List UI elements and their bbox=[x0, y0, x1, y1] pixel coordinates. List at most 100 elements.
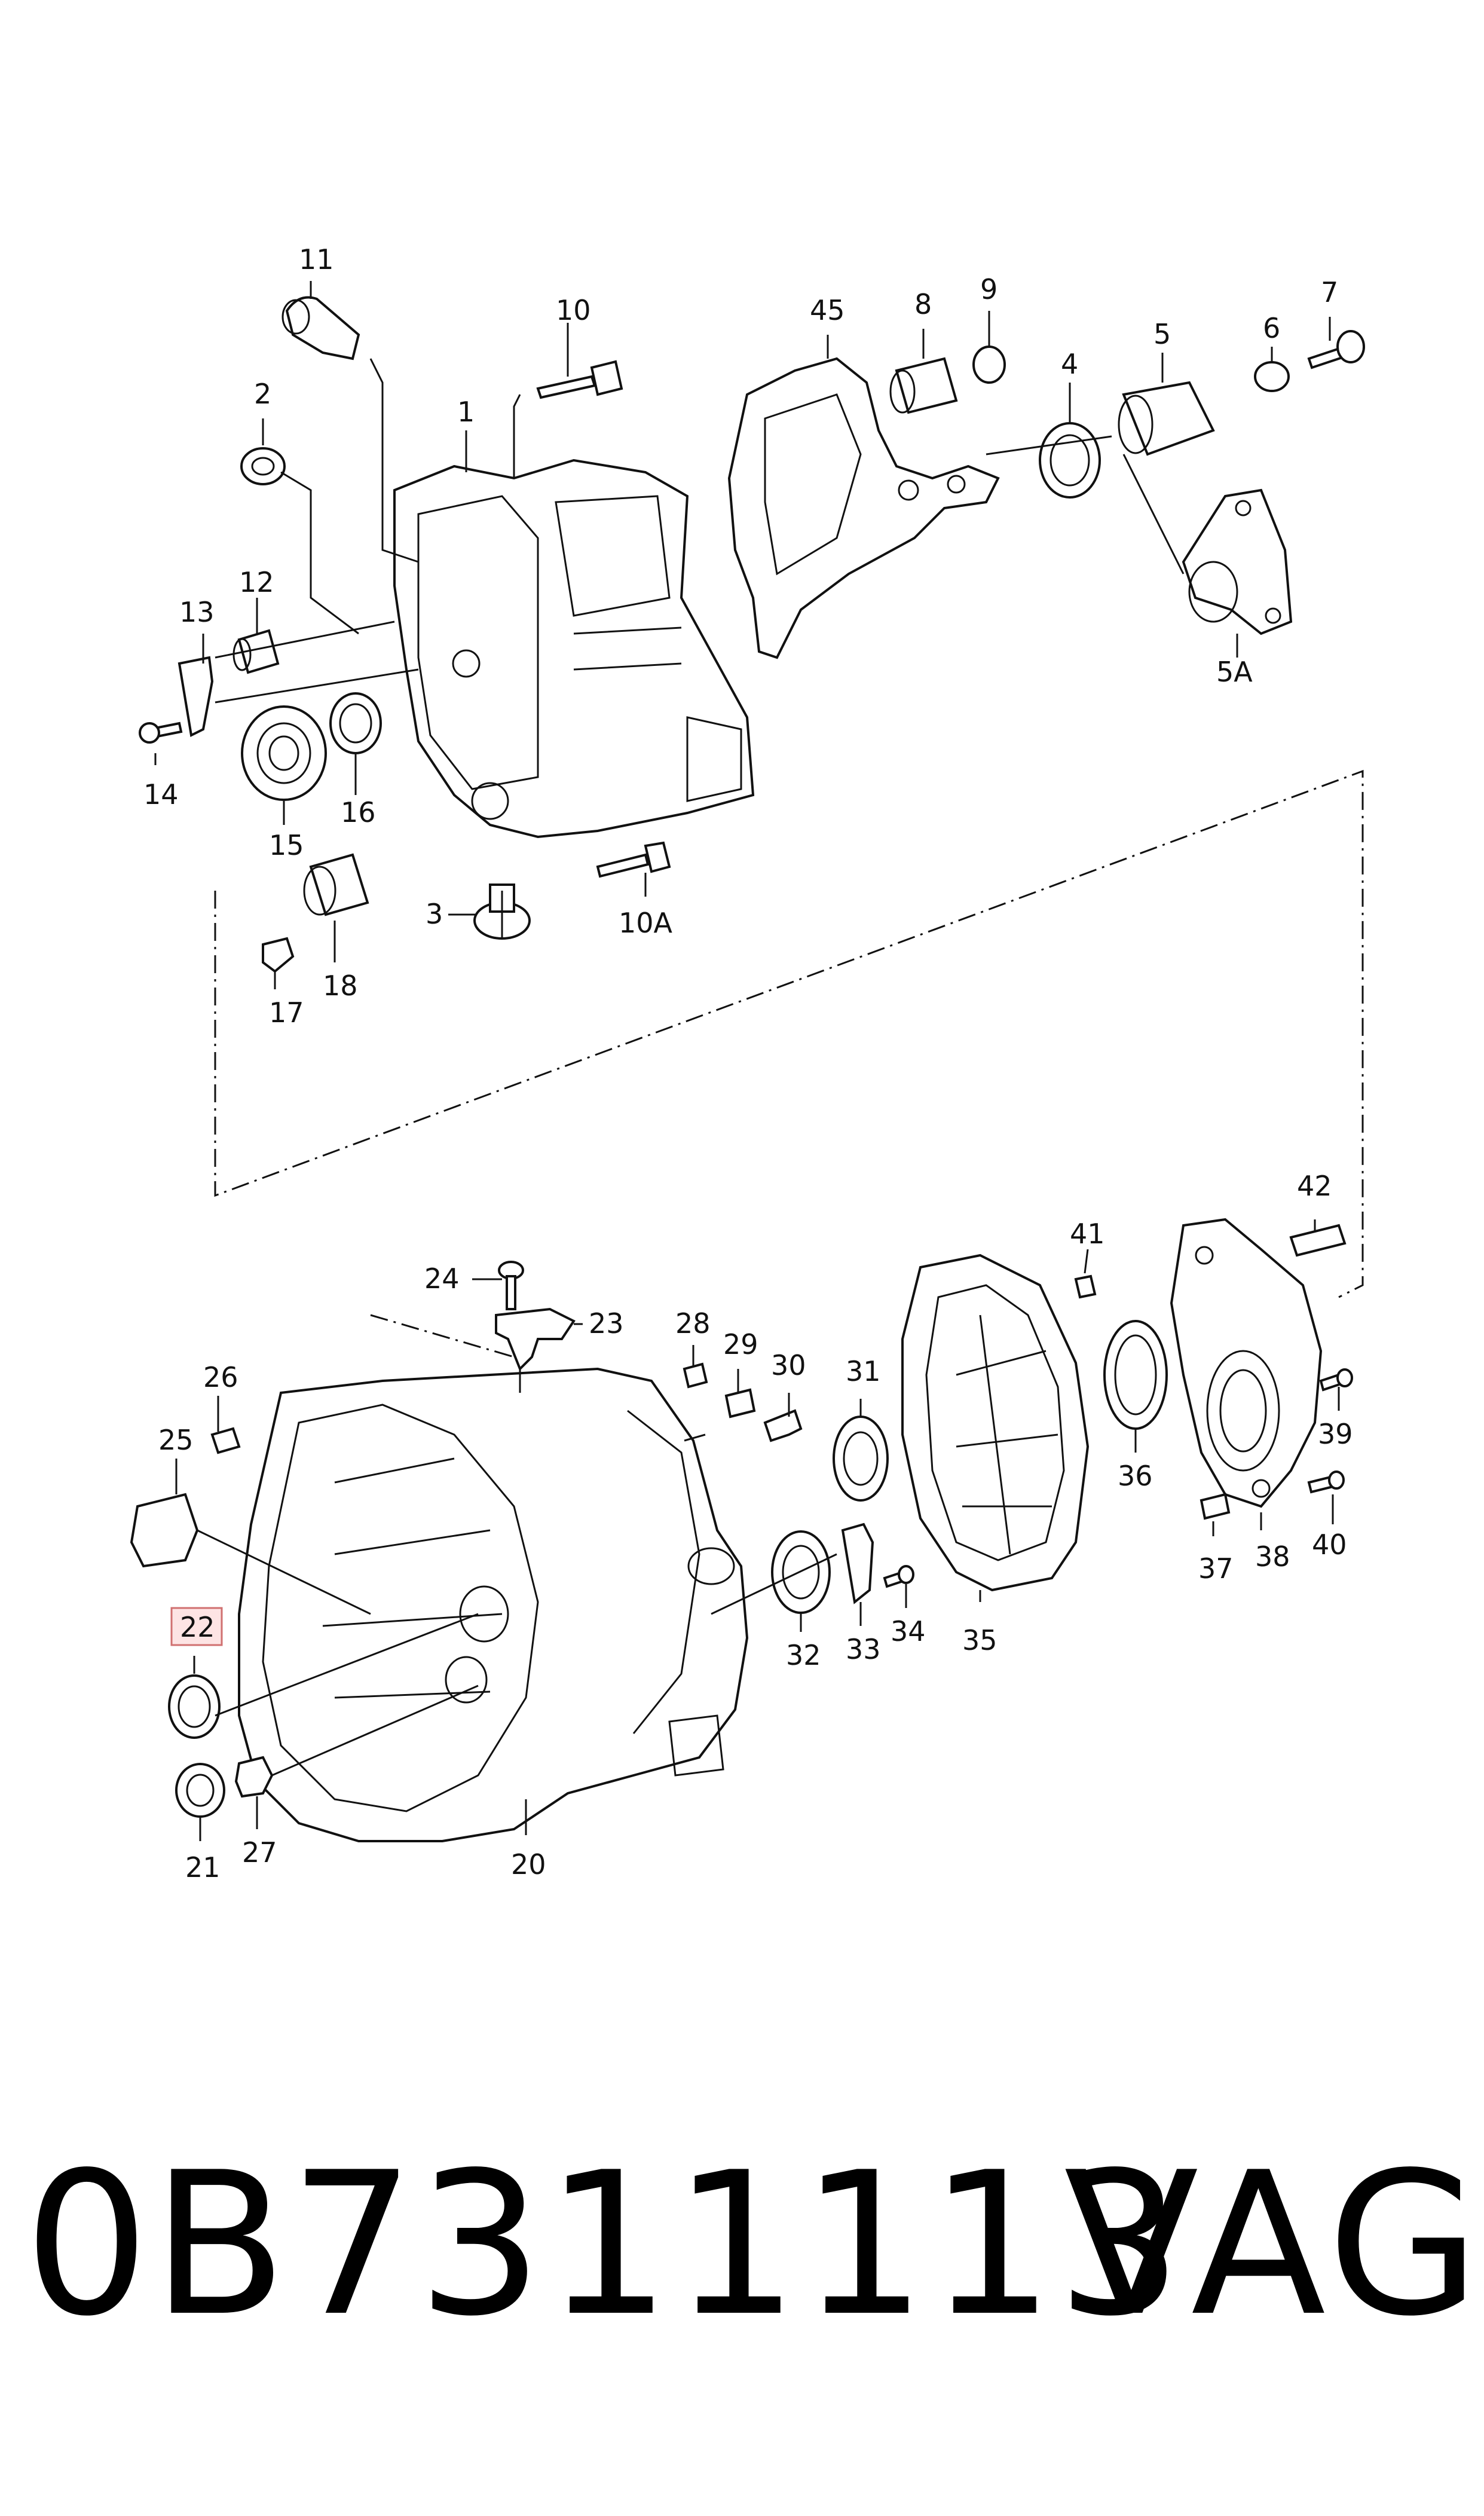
callout-label-highlighted[interactable]: 22 bbox=[180, 1611, 215, 1643]
callout-label[interactable]: 27 bbox=[242, 1836, 277, 1869]
callout-label[interactable]: 38 bbox=[1255, 1540, 1290, 1573]
callout-label[interactable]: 4 bbox=[1061, 348, 1078, 380]
callout-label[interactable]: 34 bbox=[891, 1615, 926, 1647]
callout-label[interactable]: 3 bbox=[426, 898, 443, 930]
callout-label[interactable]: 35 bbox=[962, 1624, 998, 1656]
callout-label[interactable]: 31 bbox=[846, 1355, 881, 1387]
lever-part[interactable] bbox=[178, 656, 214, 737]
callout-label[interactable]: 18 bbox=[323, 970, 358, 1002]
bushing-29-part[interactable] bbox=[724, 1388, 756, 1419]
bushing-part[interactable] bbox=[1118, 381, 1215, 456]
leader-line bbox=[262, 418, 359, 635]
callout-label[interactable]: 25 bbox=[158, 1424, 194, 1456]
callout-label[interactable]: 9 bbox=[980, 273, 998, 305]
callout-label[interactable]: 28 bbox=[675, 1307, 711, 1340]
assembly-link-line bbox=[214, 769, 1364, 1298]
callout-label[interactable]: 30 bbox=[771, 1349, 806, 1381]
dowel-pin-part[interactable] bbox=[1289, 1224, 1347, 1257]
callout-label[interactable]: 17 bbox=[269, 996, 304, 1029]
callout-label[interactable]: 40 bbox=[1312, 1528, 1347, 1561]
cap-21-part[interactable] bbox=[175, 1763, 225, 1818]
oil-seal-part[interactable] bbox=[168, 1674, 221, 1739]
leader-line bbox=[1134, 1387, 1340, 1524]
gearbox-cover-part[interactable] bbox=[393, 458, 755, 839]
callout-label[interactable]: 8 bbox=[914, 288, 932, 320]
flange-housing-part[interactable] bbox=[1170, 1218, 1323, 1508]
callout-label[interactable]: 1 bbox=[457, 396, 475, 428]
highlight-box bbox=[170, 1607, 223, 1646]
callout-label[interactable]: 29 bbox=[723, 1328, 758, 1361]
screw-part[interactable] bbox=[1307, 330, 1365, 369]
leader-line bbox=[193, 1656, 527, 1841]
bolt-39-part[interactable] bbox=[1319, 1368, 1353, 1392]
seal-ring-part[interactable] bbox=[1039, 422, 1101, 499]
leader-line bbox=[986, 435, 1185, 574]
screw-34-part[interactable] bbox=[883, 1565, 914, 1588]
roller-bearing-part[interactable] bbox=[303, 853, 369, 916]
dowel-pin-37-part[interactable] bbox=[1200, 1493, 1231, 1520]
retaining-plate-part[interactable] bbox=[841, 1523, 874, 1604]
callout-label[interactable]: 15 bbox=[269, 829, 304, 861]
bolt-10a-part[interactable] bbox=[596, 841, 671, 878]
sensor-part[interactable] bbox=[495, 1307, 576, 1371]
callout-label[interactable]: 16 bbox=[341, 796, 376, 829]
callout-label[interactable]: 5 bbox=[1153, 318, 1171, 350]
leader-line bbox=[692, 1345, 862, 1417]
callout-label[interactable]: 24 bbox=[424, 1262, 460, 1295]
callout-label[interactable]: 41 bbox=[1070, 1218, 1105, 1250]
callout-label[interactable]: 23 bbox=[589, 1307, 624, 1340]
callout-label[interactable]: 39 bbox=[1318, 1418, 1353, 1450]
bushing-41-part[interactable] bbox=[1074, 1274, 1097, 1299]
callout-label[interactable]: 5A bbox=[1216, 656, 1253, 688]
callout-label[interactable]: 42 bbox=[1297, 1170, 1332, 1202]
callout-label[interactable]: 10 bbox=[556, 294, 591, 326]
callout-label[interactable]: 26 bbox=[203, 1361, 238, 1393]
callout-label[interactable]: 6 bbox=[1263, 312, 1280, 344]
callout-label[interactable]: 32 bbox=[786, 1639, 821, 1671]
callout-label[interactable]: 20 bbox=[511, 1848, 546, 1881]
bushing-28-part[interactable] bbox=[683, 1362, 708, 1389]
small-screw-part[interactable] bbox=[139, 722, 183, 744]
callout-label[interactable]: 33 bbox=[846, 1633, 881, 1665]
bolt-40-part[interactable] bbox=[1307, 1471, 1345, 1494]
callout-label[interactable]: 13 bbox=[179, 596, 215, 628]
screw-24-part[interactable] bbox=[498, 1261, 524, 1310]
cap-part[interactable] bbox=[240, 447, 286, 485]
callout-label[interactable]: 36 bbox=[1118, 1460, 1153, 1492]
bracket-part[interactable] bbox=[130, 1493, 199, 1568]
pin-part[interactable] bbox=[262, 937, 295, 973]
callout-label[interactable]: 37 bbox=[1198, 1552, 1234, 1585]
callout-label[interactable]: 7 bbox=[1321, 276, 1338, 308]
retaining-ring-part[interactable] bbox=[329, 692, 382, 754]
callout-label[interactable]: 45 bbox=[810, 294, 845, 326]
circlip-part[interactable] bbox=[972, 346, 1006, 384]
footer: 0B7311113 VAG bbox=[0, 2128, 1484, 2379]
sleeve-part[interactable] bbox=[232, 629, 280, 674]
nut-part[interactable] bbox=[234, 1756, 274, 1798]
leader-line bbox=[1084, 1219, 1316, 1536]
callout-label[interactable]: 11 bbox=[299, 243, 334, 276]
bolt-part[interactable] bbox=[536, 360, 623, 399]
flange-bushing-part[interactable] bbox=[1182, 488, 1293, 635]
leader-line bbox=[197, 1433, 837, 1777]
shift-bracket-part[interactable] bbox=[727, 357, 1000, 659]
leader-line bbox=[274, 754, 357, 989]
callout-label[interactable]: 10A bbox=[619, 907, 673, 939]
callout-label[interactable]: 12 bbox=[239, 566, 274, 598]
bearing-ring-part[interactable] bbox=[1103, 1320, 1168, 1430]
assembly-link-line bbox=[370, 1314, 515, 1358]
callout-label[interactable]: 14 bbox=[143, 778, 179, 811]
ball-bearing-31-part[interactable] bbox=[833, 1416, 889, 1502]
stud-part[interactable] bbox=[763, 1409, 803, 1442]
intermediate-plate-part[interactable] bbox=[901, 1254, 1090, 1592]
plug-part[interactable] bbox=[281, 296, 360, 360]
leader-line bbox=[1069, 347, 1273, 423]
leader-line bbox=[800, 1584, 981, 1632]
washer-part[interactable] bbox=[1254, 361, 1290, 392]
needle-bearing-part[interactable] bbox=[889, 357, 958, 414]
callout-label[interactable]: 21 bbox=[185, 1851, 221, 1884]
ball-bearing-part[interactable] bbox=[241, 705, 327, 801]
callout-label[interactable]: 2 bbox=[254, 378, 271, 410]
bushing-26-part[interactable] bbox=[210, 1427, 241, 1454]
transmission-housing-part[interactable] bbox=[238, 1367, 749, 1842]
